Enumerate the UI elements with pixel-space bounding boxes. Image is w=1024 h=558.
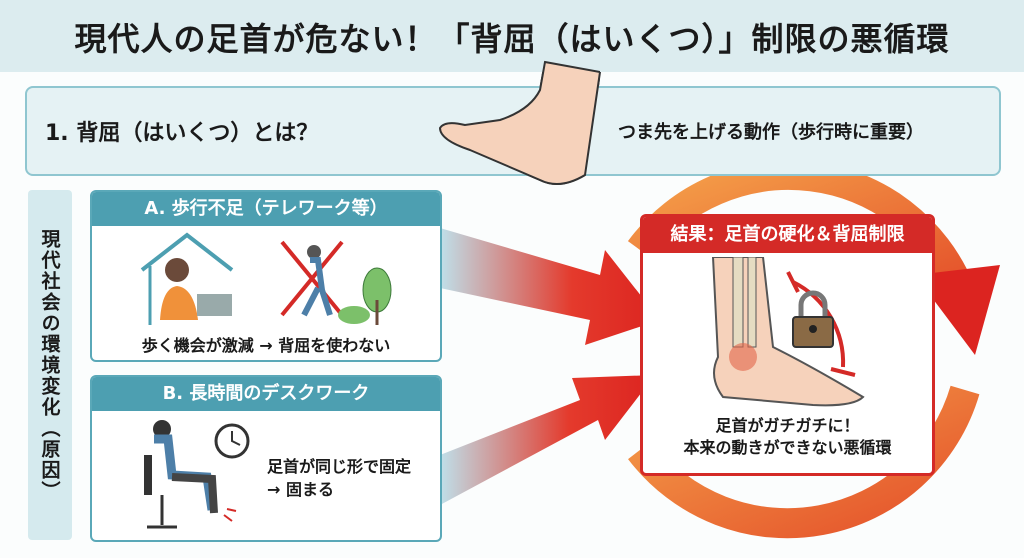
- result-card: 結果：足首の硬化＆背屈制限 足首がガチガチに！ 本来の動きができない悪循環: [640, 214, 935, 476]
- cause-b-line2: → 固まる: [267, 480, 334, 499]
- cause-b-line1: 足首が同じ形で固定: [267, 457, 412, 476]
- arrow-from-a: [440, 228, 660, 345]
- stiff-ankle-illustration: [711, 257, 865, 407]
- cause-b-text: 足首が同じ形で固定 → 固まる: [267, 455, 411, 501]
- cause-side-label: 現代社会の環境変化（原因）: [28, 190, 72, 540]
- desk-worker-illustration: [144, 420, 250, 529]
- cause-a-card: A. 歩行不足（テレワーク等） 歩く機会が激減 → 背屈を使わない: [90, 190, 442, 362]
- cause-a-header: A. 歩行不足（テレワーク等）: [92, 192, 440, 226]
- page-title: 現代人の足首が危ない！「背屈（はいくつ）」制限の悪循環: [74, 20, 950, 58]
- foot-icon: [438, 60, 600, 185]
- definition-answer: つま先を上げる動作（歩行時に重要）: [618, 122, 924, 143]
- result-text: 足首がガチガチに！ 本来の動きができない悪循環: [643, 415, 932, 459]
- definition-question: 1. 背屈（はいくつ）とは？: [45, 121, 319, 146]
- result-header: 結果：足首の硬化＆背屈制限: [643, 217, 932, 253]
- telework-illustration: [140, 232, 392, 325]
- cause-a-caption: 歩く機会が激減 → 背屈を使わない: [141, 336, 391, 355]
- arrow-from-b: [440, 375, 655, 505]
- side-label-text: 現代社会の環境変化（原因）: [38, 228, 61, 502]
- header-band: [0, 0, 1024, 72]
- cause-b-header: B. 長時間のデスクワーク: [92, 377, 440, 411]
- result-line1: 足首がガチガチに！: [715, 416, 860, 435]
- result-line2: 本来の動きができない悪循環: [683, 438, 892, 457]
- cycle-arrowhead-right: [915, 265, 1000, 355]
- cause-b-card: B. 長時間のデスクワーク 足首が同じ形で固定 → 固まる: [90, 375, 442, 542]
- cycle-ring-bottom: [628, 385, 980, 539]
